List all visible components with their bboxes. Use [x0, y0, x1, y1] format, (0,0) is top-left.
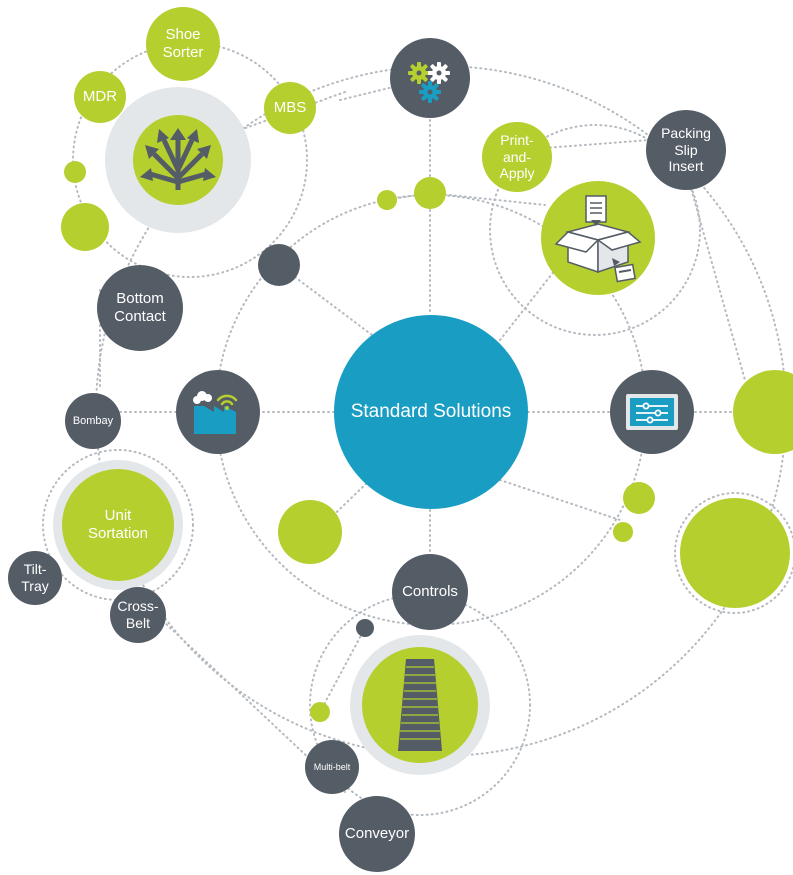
conveyor-belt-icon — [398, 659, 442, 751]
mbs-node — [264, 82, 316, 134]
green-dot-4 — [414, 177, 446, 209]
right-big-green-node — [680, 498, 790, 608]
spoke-dots-packing — [429, 192, 546, 206]
bottom-contact-node — [97, 265, 183, 351]
ring-packing — [489, 124, 701, 336]
ring-conveyor — [309, 594, 531, 816]
spoke-packing — [499, 269, 556, 341]
spoke-packing-right — [689, 184, 746, 381]
dark-dot-1 — [258, 244, 300, 286]
spoke-lower-right — [499, 479, 621, 521]
unit-sortation-node — [62, 469, 174, 581]
green-dot-2 — [61, 203, 109, 251]
green-dot-6 — [623, 482, 655, 514]
wireless-factory-icon — [193, 391, 238, 434]
center-node — [334, 315, 528, 509]
cross-belt-node — [110, 587, 166, 643]
dark-nodes — [8, 38, 726, 872]
multi-belt-node — [305, 740, 359, 794]
gears-icon — [408, 62, 450, 103]
ring-unit-sortation — [42, 449, 194, 601]
green-dot-7 — [613, 522, 633, 542]
gears-node — [390, 38, 470, 118]
tilt-tray-node — [8, 551, 62, 605]
small-green-dot-1 — [64, 161, 86, 183]
controls-node — [392, 554, 468, 630]
dark-dot-2 — [356, 619, 374, 637]
shoe-sorter-node — [146, 7, 220, 81]
box-with-document-icon — [554, 195, 642, 283]
packing-slip-insert-node — [646, 110, 726, 190]
spoke-controls-dot — [319, 627, 366, 713]
green-dot-5 — [278, 500, 342, 564]
spoke-print-packing — [544, 139, 651, 149]
settings-sliders-monitor-icon — [626, 394, 678, 430]
spoke-mbs-gears — [339, 77, 431, 101]
arrows-diverge-icon — [140, 128, 216, 190]
green-dot-8 — [310, 702, 330, 722]
conveyor-node — [339, 796, 415, 872]
green-dot-3 — [377, 190, 397, 210]
bombay-node — [65, 393, 121, 449]
print-and-apply-node — [482, 122, 552, 192]
right-green-node — [733, 370, 793, 454]
ring-right-big — [674, 492, 793, 614]
mdr-node — [74, 71, 126, 123]
